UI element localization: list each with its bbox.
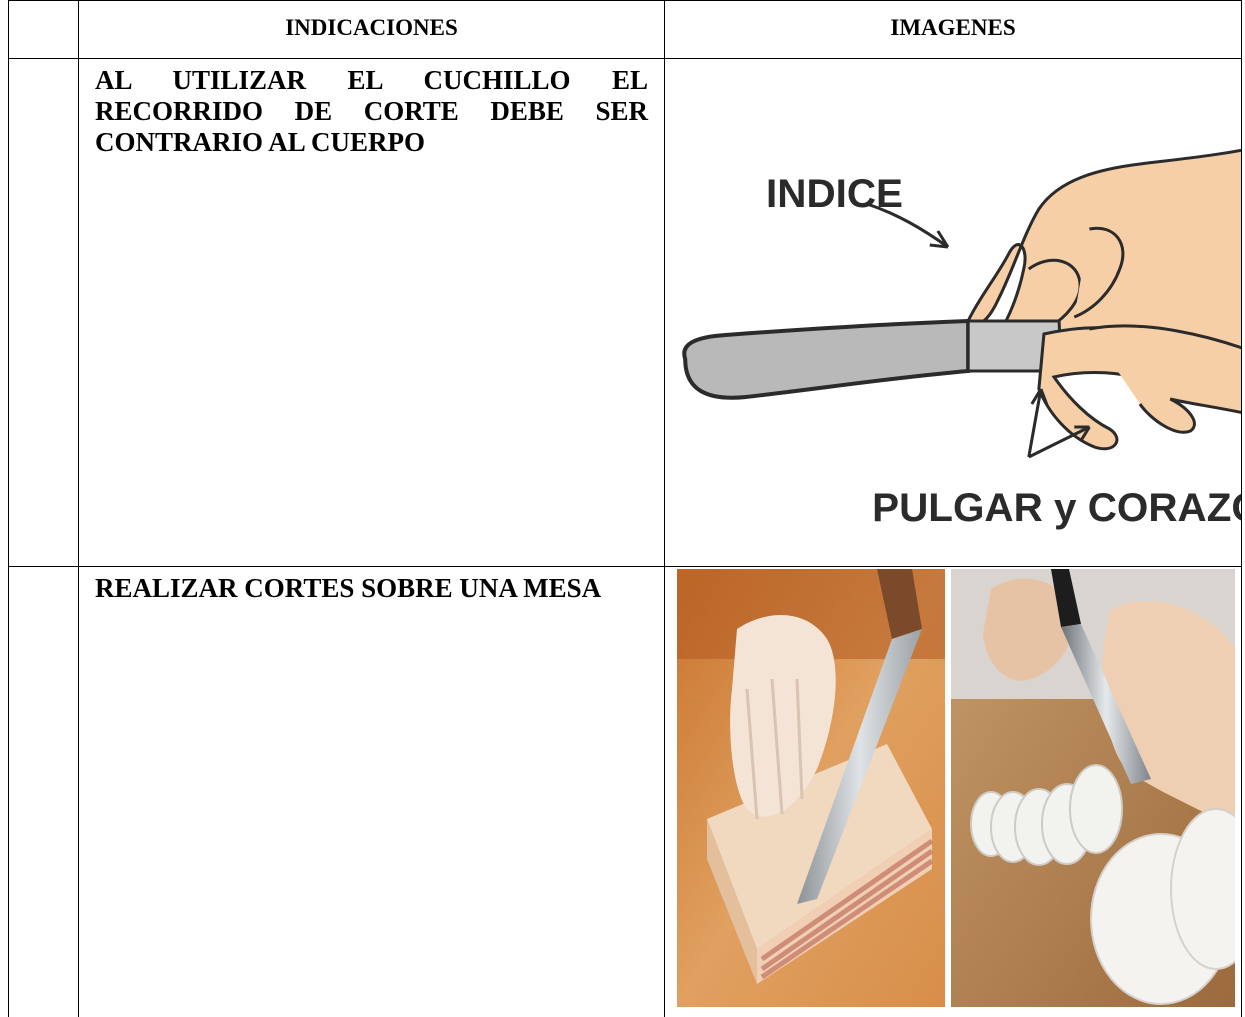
- header-number-cell: [9, 1, 79, 59]
- mushroom-cutting-photo: [951, 569, 1235, 1007]
- row-number-cell: [9, 59, 79, 567]
- header-imagenes: IMAGENES: [665, 1, 1242, 59]
- header-indicaciones: INDICACIONES: [79, 1, 665, 59]
- indication-cell: AL UTILIZAR EL CUCHILLO EL RECORRIDO DE …: [79, 59, 665, 567]
- indication-text: AL UTILIZAR EL CUCHILLO EL RECORRIDO DE …: [79, 59, 664, 158]
- label-indice: INDICE: [766, 171, 903, 216]
- instructions-table: INDICACIONES IMAGENES AL UTILIZAR EL CUC…: [8, 0, 1242, 1017]
- bacon-cutting-photo: [677, 569, 945, 1007]
- table-row: AL UTILIZAR EL CUCHILLO EL RECORRIDO DE …: [9, 59, 1242, 567]
- image-cell: [665, 567, 1242, 1017]
- image-cell: INDICE PULGAR y CORAZÓN: [665, 59, 1242, 567]
- indication-cell: REALIZAR CORTES SOBRE UNA MESA: [79, 567, 665, 1017]
- indication-text: REALIZAR CORTES SOBRE UNA MESA: [79, 567, 664, 604]
- row-number-cell: [9, 567, 79, 1017]
- table-header-row: INDICACIONES IMAGENES: [9, 1, 1242, 59]
- knife-grip-illustration: INDICE PULGAR y CORAZÓN: [665, 59, 1241, 566]
- table-row: REALIZAR CORTES SOBRE UNA MESA: [9, 567, 1242, 1017]
- label-pulgar-corazon: PULGAR y CORAZÓN: [872, 484, 1241, 530]
